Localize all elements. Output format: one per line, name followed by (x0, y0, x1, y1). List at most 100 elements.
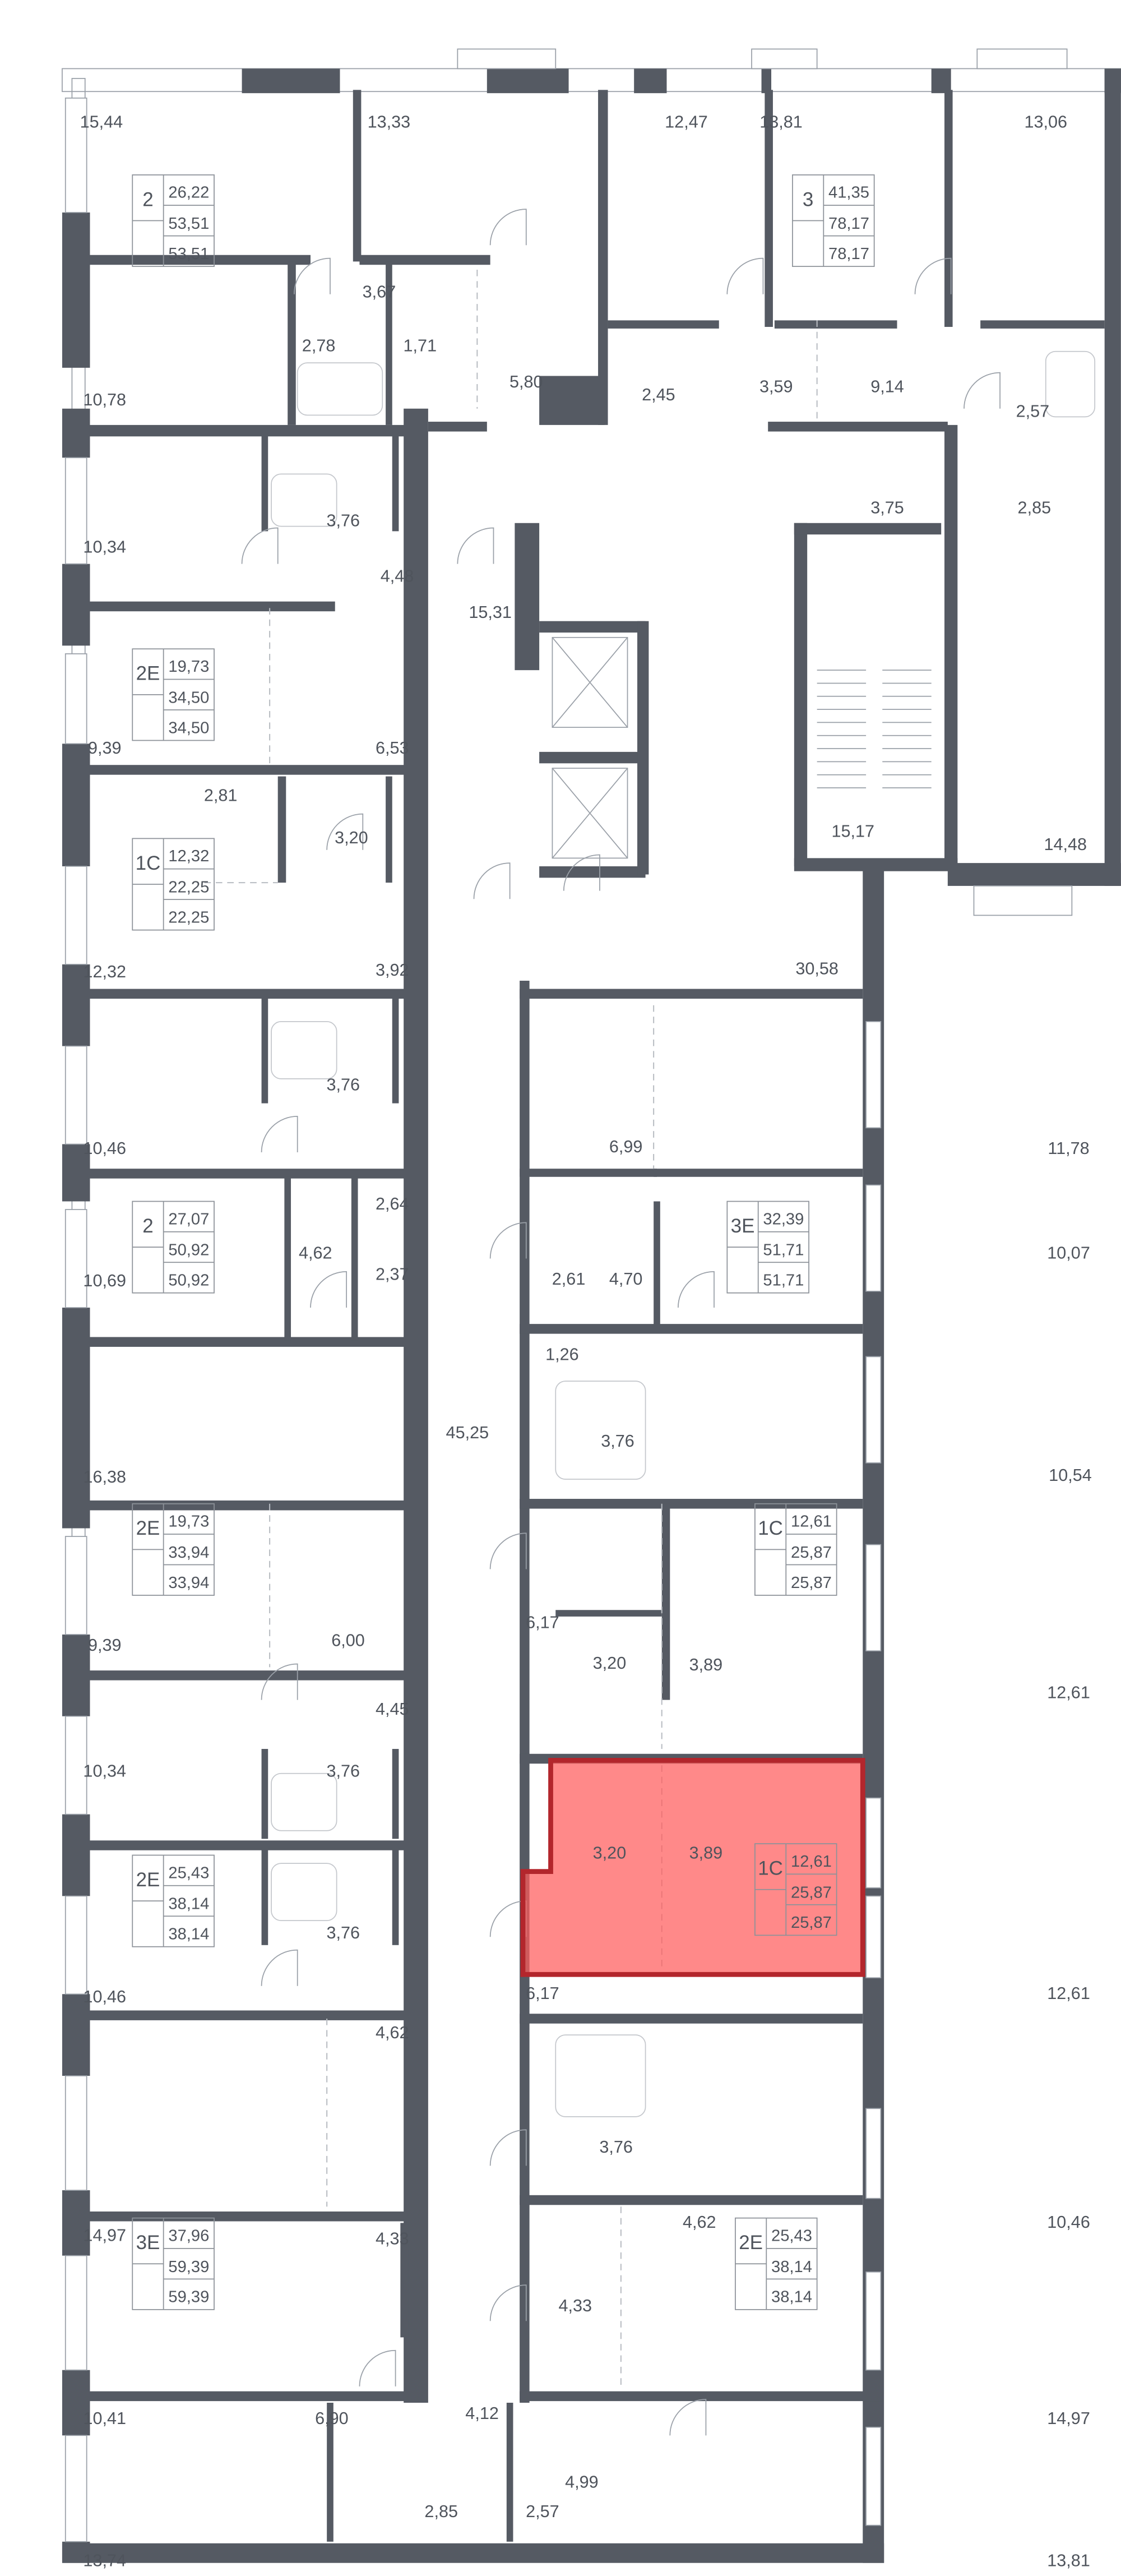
exterior-wall (62, 1994, 90, 2076)
interior-wall (392, 1846, 399, 1945)
interior-wall (608, 320, 719, 329)
room-area-label: 6,17 (526, 1613, 559, 1632)
bathtub (297, 362, 383, 416)
interior-wall (90, 1500, 417, 1511)
window (64, 2075, 87, 2191)
bathtub (271, 1021, 337, 1079)
room-area-label: 14,97 (83, 2226, 126, 2245)
total-area: 33,94 (168, 1544, 209, 1562)
total-area: 53,51 (168, 215, 209, 233)
bathtub (271, 473, 337, 527)
room-area-label: 4,70 (609, 1269, 643, 1289)
interior-wall (539, 376, 605, 425)
interior-wall (637, 621, 649, 875)
exterior-wall (62, 408, 90, 458)
living-area: 41,35 (828, 184, 869, 202)
room-area-label: 13,81 (1047, 2551, 1090, 2570)
elevator-shaft (552, 636, 628, 728)
interior-wall (386, 776, 392, 883)
highlighted-apartment[interactable] (520, 1758, 865, 1977)
room-area-label: 5,80 (509, 372, 543, 391)
room-area-label: 9,39 (88, 1636, 122, 1655)
interior-wall (90, 255, 311, 265)
room-area-label: 15,31 (469, 603, 512, 622)
apartment-info-box[interactable]: 3E 32,39 51,71 51,71 (726, 1201, 809, 1294)
interior-wall (90, 2010, 417, 2020)
room-area-label: 2,85 (424, 2502, 458, 2521)
interior-wall (515, 523, 540, 671)
exterior-wall (1104, 68, 1121, 886)
door-swing (310, 1271, 348, 1308)
room-area-label: 11,78 (1048, 1139, 1089, 1158)
interior-wall (794, 858, 958, 871)
window (64, 98, 87, 213)
room-area-label: 2,57 (1016, 401, 1050, 421)
interior-wall (90, 2211, 417, 2222)
room-area-label: 2,57 (526, 2502, 559, 2521)
room-area-label: 3,59 (759, 377, 793, 396)
total-area: 51,71 (763, 1241, 804, 1259)
total-area: 22,25 (168, 879, 209, 897)
window (64, 457, 87, 565)
interior-wall (261, 433, 268, 532)
window (64, 1536, 87, 1635)
room-area-label: 10,34 (83, 537, 126, 556)
total-area-with-balcony: 25,87 (791, 1574, 832, 1592)
exterior-pillar (761, 68, 772, 94)
room-area-label: 14,97 (1047, 2409, 1090, 2428)
room-area-label: 3,89 (689, 1843, 723, 1862)
total-area-with-balcony: 33,94 (168, 1574, 209, 1592)
door-swing (241, 527, 279, 564)
interior-wall (768, 422, 948, 432)
apartment-type: 1C (136, 852, 161, 874)
interior-wall (539, 621, 646, 633)
room-area-label: 2,61 (552, 1269, 586, 1289)
interior-wall (654, 1201, 660, 1332)
interior-wall (90, 1337, 417, 1347)
interior-wall (506, 2403, 513, 2542)
interior-wall (90, 765, 417, 775)
apartment-type: 3E (731, 1215, 755, 1237)
window (865, 2108, 882, 2199)
apartment-type: 2 (142, 1215, 153, 1237)
door-swing (489, 209, 527, 246)
window (64, 2435, 87, 2542)
room-area-label: 4,62 (376, 2023, 409, 2042)
bathtub (555, 2034, 646, 2117)
window (64, 1715, 87, 1815)
total-area-with-balcony: 25,87 (791, 1914, 832, 1932)
interior-wall (261, 997, 268, 1104)
exterior-wall (62, 1634, 90, 1716)
living-area: 32,39 (763, 1210, 804, 1228)
room-area-label: 13,06 (1024, 112, 1067, 131)
interior-wall (90, 989, 417, 999)
room-area-label: 4,99 (565, 2473, 599, 2492)
apartment-type: 3 (803, 188, 813, 210)
room-area-label: 14,48 (1044, 835, 1087, 854)
apartment-type: 2E (739, 2232, 763, 2254)
total-area-with-balcony: 51,71 (763, 1272, 804, 1290)
living-area: 19,73 (168, 658, 209, 676)
room-area-label: 12,32 (83, 962, 126, 981)
exterior-wall (62, 2543, 884, 2563)
room-area-label: 10,69 (83, 1271, 126, 1290)
interior-wall (774, 320, 897, 329)
interior-wall (386, 261, 392, 425)
room-area-label: 4,45 (376, 1700, 409, 1719)
room-area-label: 4,12 (465, 2404, 499, 2423)
living-area: 26,22 (168, 184, 209, 202)
room-area-label: 45,25 (446, 1423, 489, 1442)
window (64, 1895, 87, 1995)
living-area: 25,43 (771, 2227, 812, 2245)
